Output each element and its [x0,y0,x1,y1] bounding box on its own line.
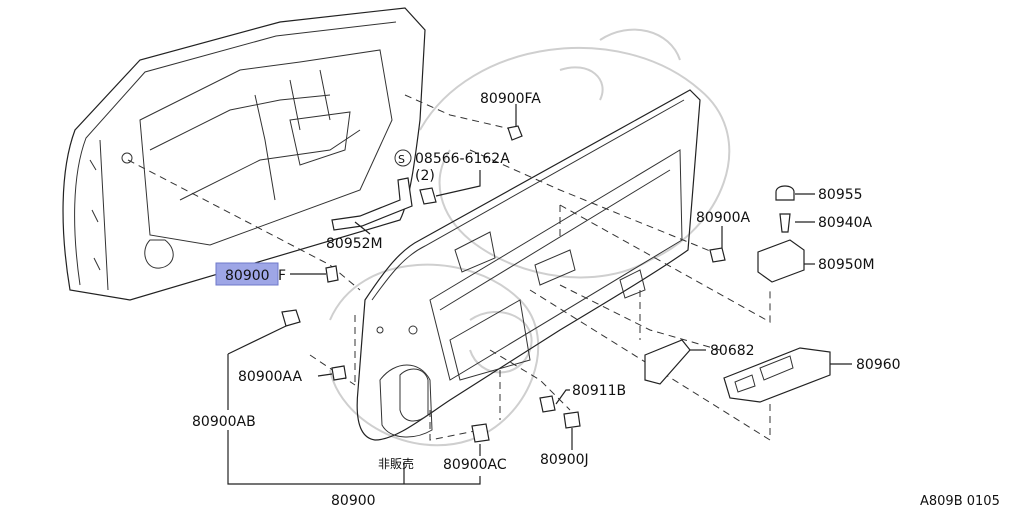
label-80940a[interactable]: 80940A [818,215,873,231]
label-80900[interactable]: 80900 [331,493,376,509]
clip-80900fa [507,125,523,141]
cap-80955 [775,185,795,201]
diagram-code: A809B 0105 [920,494,1000,509]
bracket-80952m [331,177,413,231]
label-80900j[interactable]: 80900J [540,452,589,468]
label-80900fa[interactable]: 80900FA [480,91,541,107]
label-08566-6162a[interactable]: 08566-6162A [415,151,510,167]
label-80900f-highlighted[interactable]: 80900 [225,268,270,284]
clip-80900aa [331,365,347,381]
screw-80940a [779,213,791,233]
part-labels: 80900FA S 08566-6162A (2) 80955 80940A 8… [192,91,1000,509]
label-s-mark: S [398,153,405,166]
clip-80900f [325,265,339,283]
label-80911b[interactable]: 80911B [572,383,626,399]
screw-80911b [539,395,556,413]
label-80682[interactable]: 80682 [710,343,755,359]
clip-80900j [563,411,581,429]
label-80955[interactable]: 80955 [818,187,863,203]
clip-80900ac [471,423,490,443]
cup-80950m [757,239,805,283]
small-parts [281,125,831,443]
escutcheon-80682 [644,339,691,385]
label-quantity: (2) [415,168,435,184]
screw-08566 [419,187,437,205]
label-80900ac[interactable]: 80900AC [443,457,507,473]
door-shell [62,7,426,301]
label-80900f-suffix[interactable]: F [278,268,286,284]
clip-80900ab [281,309,301,327]
label-80950m[interactable]: 80950M [818,257,875,273]
label-80960[interactable]: 80960 [856,357,901,373]
label-80900aa[interactable]: 80900AA [238,369,303,385]
label-80900a[interactable]: 80900A [696,210,751,226]
label-leaders [227,104,852,485]
label-80900ab[interactable]: 80900AB [192,414,256,430]
label-not-for-sale: 非販売 [378,456,414,471]
highlight-box [215,262,279,286]
label-80952m[interactable]: 80952M [326,236,383,252]
s-circle-icon [394,149,412,167]
clip-80900a [709,247,726,263]
